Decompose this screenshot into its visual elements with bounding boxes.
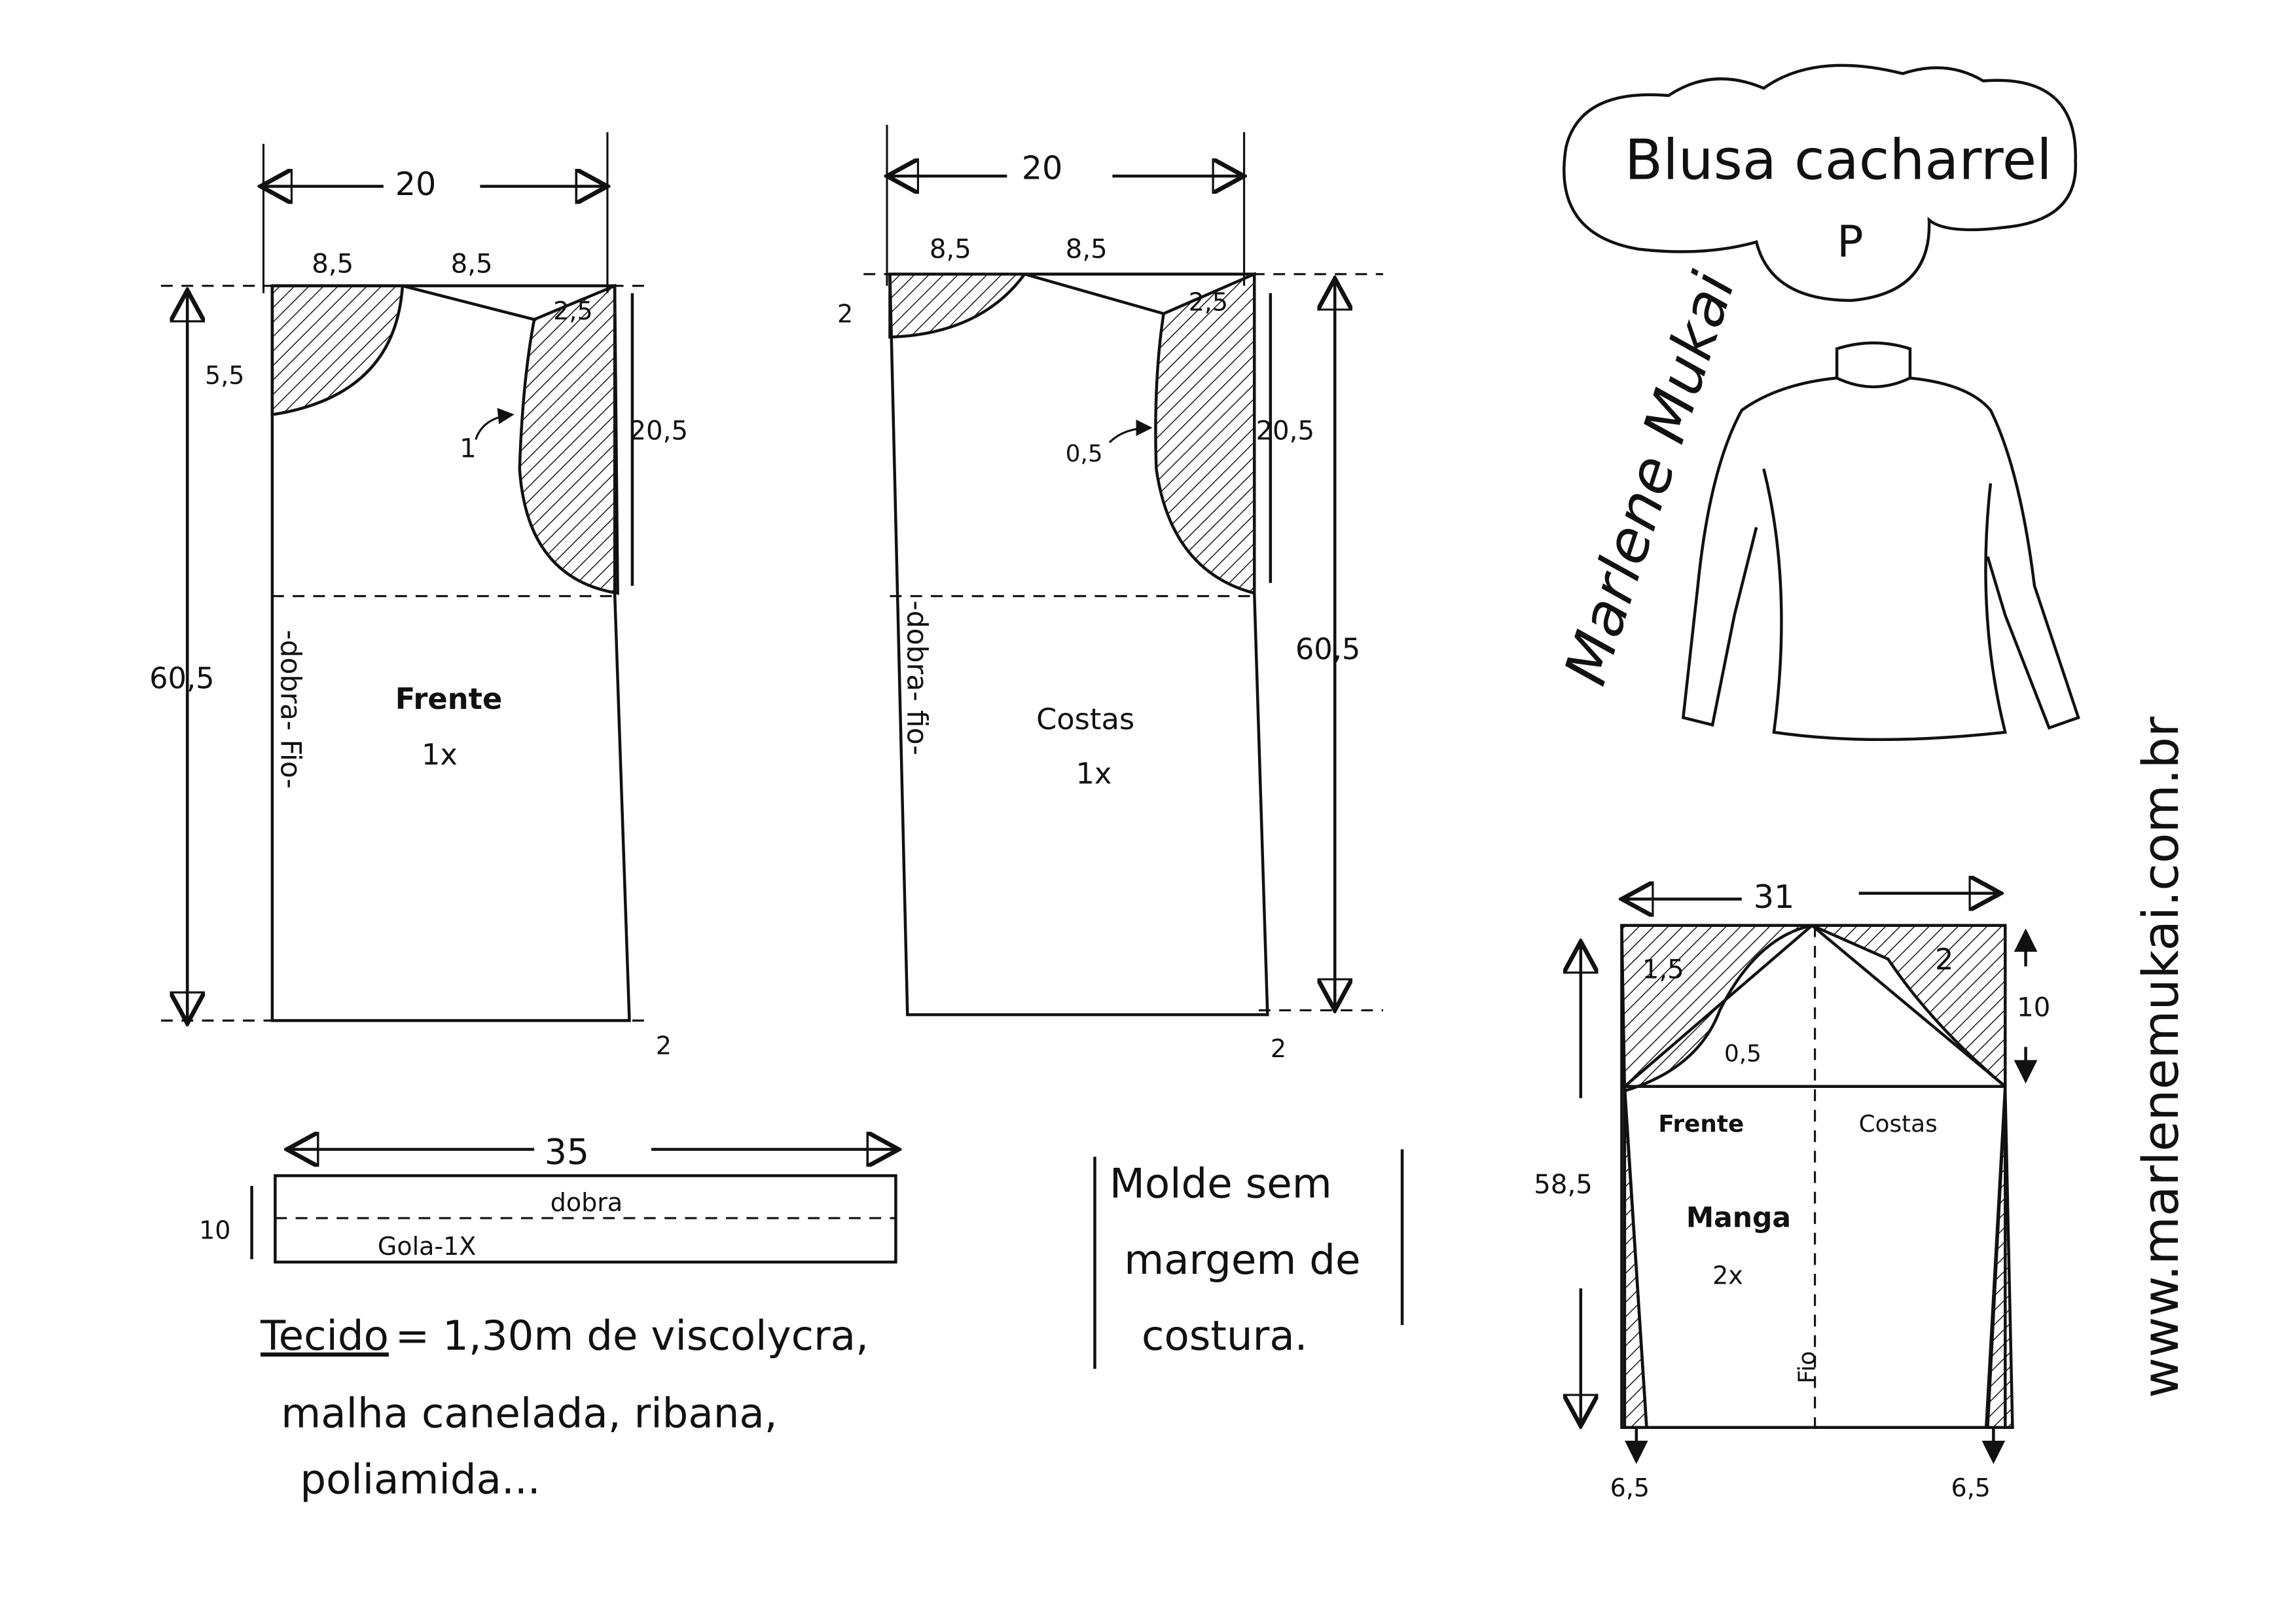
fabric-line3: poliamida... [300, 1455, 540, 1503]
back-piece-name: Costas [1036, 702, 1134, 736]
website-url: www.marlenemukai.com.br [2131, 716, 2190, 1398]
back-neck-width-label: 8,5 [930, 234, 971, 264]
front-piece-name: Frente [395, 681, 503, 716]
seam-allowance-note: Molde sem margem de costura. [1093, 1149, 1404, 1369]
back-shoulder-drop-label: 2,5 [1189, 288, 1228, 317]
back-neck-depth-label: 2 [837, 300, 853, 329]
sleeve-cap-inner-label: 0,5 [1724, 1041, 1762, 1068]
fabric-line2: malha canelada, ribana, [281, 1390, 777, 1437]
fabric-line1: = 1,30m de viscolycra, [395, 1312, 869, 1360]
back-armhole-depth-label: 20,5 [1256, 416, 1314, 446]
sleeve-back-label: Costas [1859, 1111, 1938, 1138]
sleeve-length-label: 58,5 [1534, 1170, 1593, 1200]
sleeve-qty: 2x [1712, 1261, 1743, 1290]
signature: Marlene Mukai [1551, 264, 1748, 693]
fabric-label: Tecido [260, 1312, 389, 1360]
note-line3: costura. [1142, 1312, 1308, 1360]
back-piece: 20 60,5 8,5 8,5 2 2,5 20,5 0,5 2 -dobra-… [837, 124, 1383, 1063]
note-line2: margem de [1124, 1236, 1360, 1284]
collar-fold-label: dobra [551, 1188, 623, 1217]
back-fold-label: -dobra- fio- [900, 600, 932, 755]
back-side-flare-label: 2 [1271, 1034, 1286, 1063]
front-side-flare-label: 2 [656, 1032, 672, 1060]
note-line1: Molde sem [1110, 1160, 1332, 1208]
front-fold-label: -dobra- Fio- [274, 630, 306, 789]
front-neck-depth-label: 5,5 [205, 361, 244, 389]
front-shoulder-drop-label: 2,5 [553, 297, 592, 325]
blouse-sketch-illustration [1681, 341, 2080, 742]
back-shoulder-label: 8,5 [1066, 234, 1108, 264]
front-width-label: 20 [395, 165, 437, 203]
sleeve-hem-left-label: 6,5 [1610, 1473, 1650, 1502]
title-text: Blusa cacharrel [1625, 128, 2052, 192]
collar-length-label: 35 [545, 1131, 589, 1172]
back-width-label: 20 [1022, 149, 1063, 187]
front-armhole-depth-label: 20,5 [629, 416, 688, 446]
front-length-label: 60,5 [149, 661, 215, 696]
sleeve-front-label: Frente [1658, 1111, 1744, 1138]
front-shoulder-label: 8,5 [451, 249, 493, 280]
sleeve-name: Manga [1686, 1202, 1791, 1234]
front-armhole-curve-label: 1 [460, 433, 477, 463]
collar-name: Gola-1X [378, 1232, 476, 1261]
collar-height-label: 10 [199, 1216, 230, 1244]
front-neck-width-label: 8,5 [312, 249, 353, 280]
back-armhole-curve-label: 0,5 [1066, 441, 1103, 467]
back-length-label: 60,5 [1295, 632, 1361, 666]
sleeve-piece: 31 58,5 10 1,5 2 0,5 Frente Costas Manga… [1534, 878, 2050, 1502]
fabric-note: Tecido = 1,30m de viscolycra, malha cane… [260, 1312, 869, 1503]
sleeve-grain-label: Fio [1794, 1351, 1821, 1384]
collar-piece: 35 10 dobra Gola-1X [199, 1131, 895, 1264]
sleeve-cap-back-label: 2 [1935, 942, 1953, 977]
front-piece-qty: 1x [422, 737, 458, 772]
sleeve-hem-right-label: 6,5 [1951, 1473, 1991, 1502]
front-piece: 20 60,5 8,5 8,5 5,5 2,5 20,5 1 2 -dobra-… [149, 132, 688, 1060]
title-size: P [1837, 216, 1863, 267]
sleeve-cap-front-label: 1,5 [1642, 954, 1684, 984]
back-piece-qty: 1x [1075, 756, 1111, 791]
sleeve-cap-height-label: 10 [2017, 992, 2050, 1022]
sleeve-width-label: 31 [1754, 878, 1795, 916]
title-cloud: Blusa cacharrel P [1563, 63, 2077, 302]
